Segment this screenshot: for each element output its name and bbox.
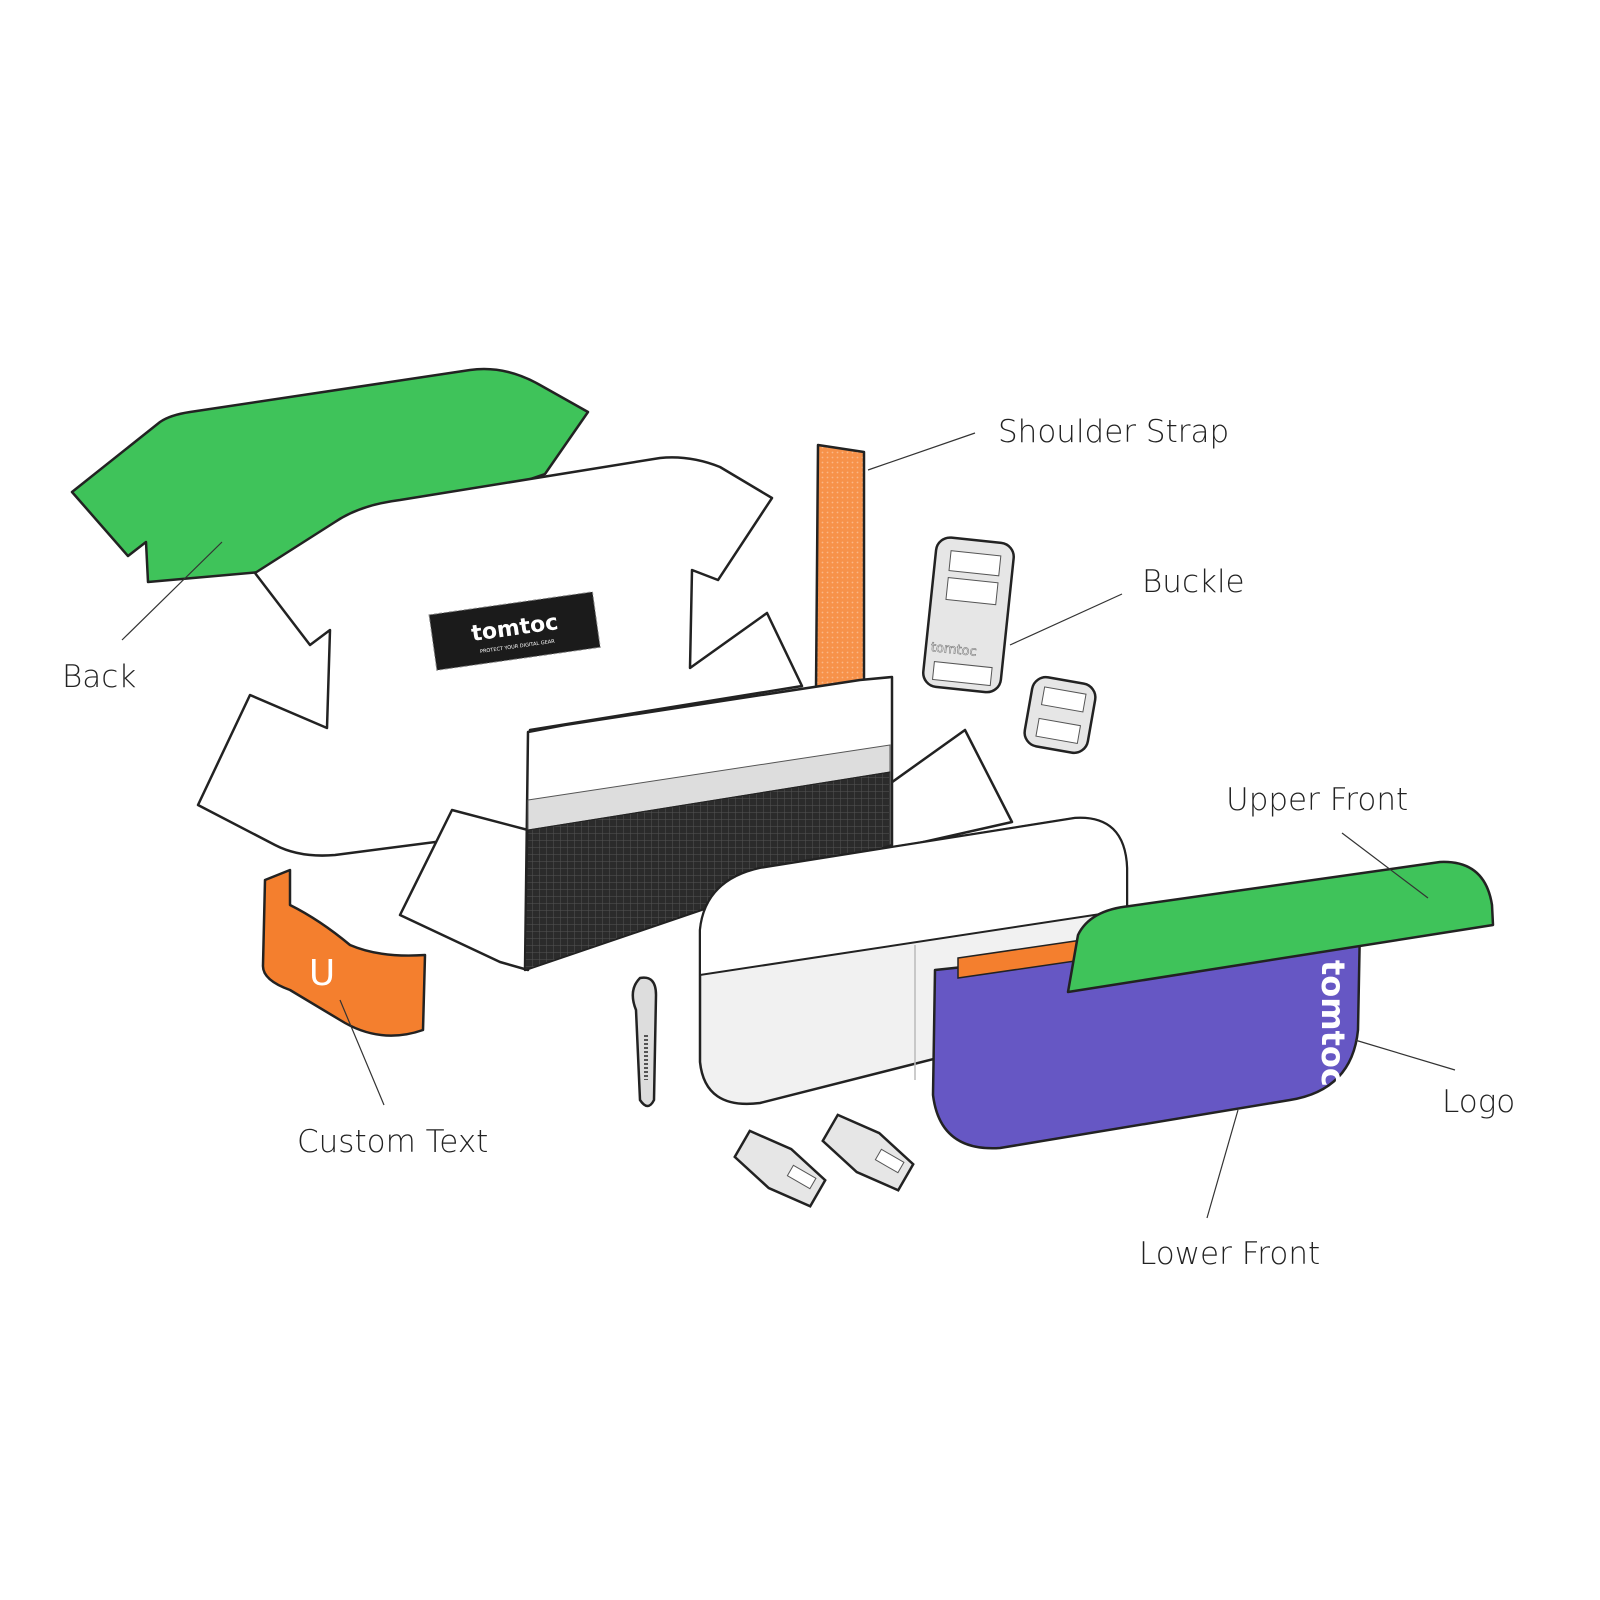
logo-text: tomtoc: [1314, 960, 1352, 1087]
label-upper-front: Upper Front: [1226, 782, 1408, 818]
buckle-logo-text: tomtoc: [930, 640, 977, 660]
zipper-pull-icon: [631, 976, 658, 1108]
label-back: Back: [62, 659, 136, 695]
brand-label-patch: tomtoc PROTECT YOUR DIGITAL GEAR: [428, 591, 601, 671]
shoulder-strap: [814, 443, 866, 692]
back-panel: [70, 367, 590, 584]
label-buckle: Buckle: [1142, 564, 1245, 600]
label-lower-front: Lower Front: [1139, 1236, 1320, 1272]
custom-text-glyph: U: [309, 953, 335, 994]
mesh-area: [524, 771, 891, 971]
label-shoulder-strap: Shoulder Strap: [998, 414, 1229, 450]
lower-front-panel: [931, 923, 1362, 1150]
label-custom-text: Custom Text: [297, 1124, 488, 1160]
label-logo: Logo: [1442, 1084, 1515, 1120]
clip-buckle-right-icon: [821, 1113, 915, 1192]
clip-buckle-left-icon: [733, 1129, 827, 1208]
buckle-icon: tomtoc: [921, 536, 1015, 694]
upper-front-panel: [1066, 860, 1495, 994]
slider-buckle-icon: [1023, 675, 1097, 755]
custom-text-patch: [261, 868, 427, 1037]
left-side-flap: [398, 808, 530, 972]
